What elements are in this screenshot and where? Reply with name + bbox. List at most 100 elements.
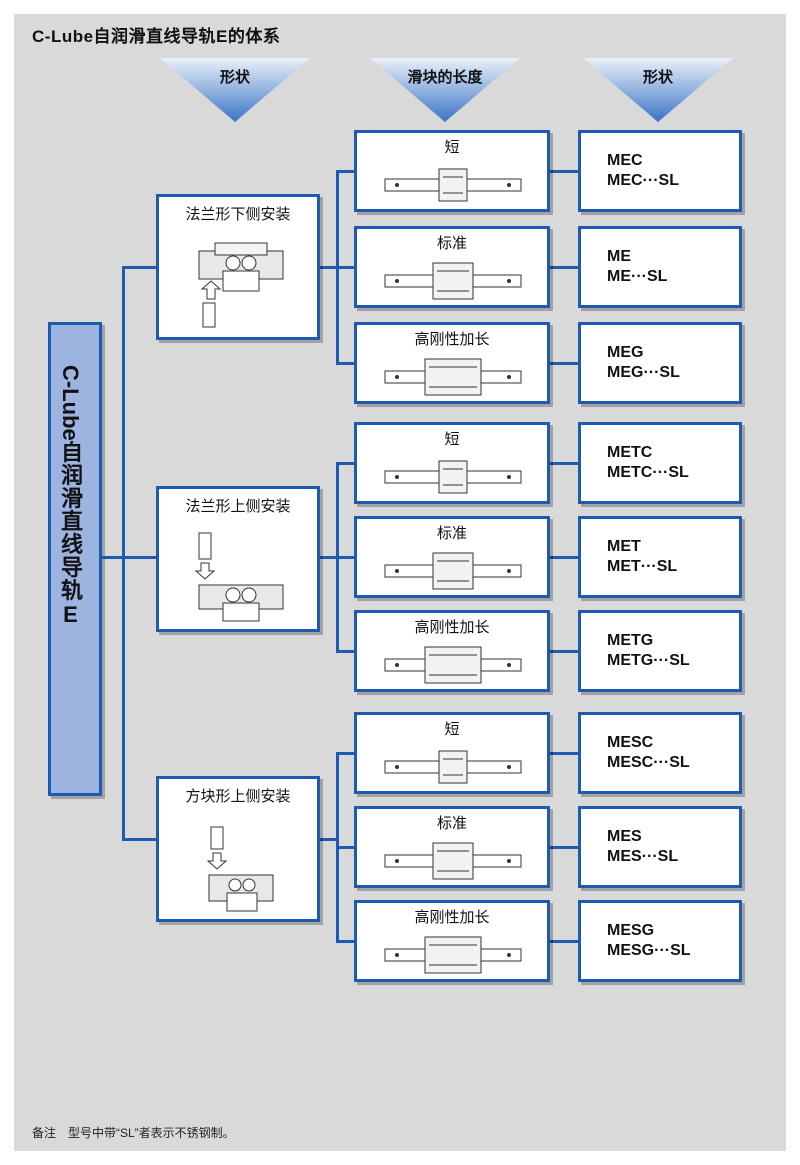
header-arrow-icon — [160, 58, 310, 122]
model-code: MEG — [607, 344, 644, 361]
standard-slider-icon — [384, 262, 522, 300]
flange-bottom-mount-icon — [198, 242, 284, 328]
model-code: MET — [607, 538, 641, 555]
standard-slider-icon — [384, 552, 522, 590]
model-box: MESG MESG···SL — [578, 900, 742, 982]
slider-box: 标准 — [354, 226, 550, 308]
header-arrow-icon — [370, 58, 520, 122]
mount-box-flange-top: 法兰形上侧安装 — [156, 486, 320, 632]
model-box: MESC MESC···SL — [578, 712, 742, 794]
long-slider-icon — [384, 936, 522, 974]
connector-line — [122, 266, 158, 269]
slider-length-label: 标准 — [436, 525, 467, 542]
model-box: METG METG···SL — [578, 610, 742, 692]
connector-line — [336, 846, 356, 849]
header-label: 形状 — [642, 69, 673, 86]
model-code: MEC — [607, 152, 643, 169]
model-code: METC — [607, 444, 653, 461]
connector-line — [336, 752, 356, 755]
header-arrow-icon — [583, 58, 733, 122]
slider-box: 高刚性加长 — [354, 900, 550, 982]
connector-line — [122, 266, 125, 840]
connector-line — [548, 462, 580, 465]
slider-box: 短 — [354, 712, 550, 794]
mount-label: 方块形上侧安装 — [185, 788, 291, 805]
slider-length-label: 高刚性加长 — [414, 331, 490, 348]
connector-line — [336, 266, 356, 269]
slider-box: 标准 — [354, 516, 550, 598]
slider-length-label: 标准 — [436, 815, 467, 832]
connector-line — [122, 556, 158, 559]
slider-length-label: 短 — [444, 431, 460, 448]
model-code: MES — [607, 828, 642, 845]
model-code: MESG — [607, 922, 655, 939]
short-slider-icon — [384, 750, 522, 784]
footnote: 备注 型号中带“SL”者表示不锈钢制。 — [32, 1126, 235, 1140]
connector-line — [548, 362, 580, 365]
mount-label: 法兰形上侧安装 — [185, 498, 291, 515]
slider-length-label: 高刚性加长 — [414, 909, 490, 926]
model-box: MEC MEC···SL — [578, 130, 742, 212]
connector-line — [122, 838, 158, 841]
model-code-stainless: METG···SL — [607, 652, 690, 669]
long-slider-icon — [384, 646, 522, 684]
model-code-stainless: MESC···SL — [607, 754, 690, 771]
connector-line — [318, 838, 338, 841]
slider-box: 短 — [354, 130, 550, 212]
model-code-stainless: MEC···SL — [607, 172, 679, 189]
short-slider-icon — [384, 460, 522, 494]
model-code-stainless: MET···SL — [607, 558, 678, 575]
short-slider-icon — [384, 168, 522, 202]
connector-line — [318, 556, 338, 559]
mount-box-flange-bottom: 法兰形下侧安装 — [156, 194, 320, 340]
slider-box: 标准 — [354, 806, 550, 888]
header-slider-length: 滑块的长度 — [370, 58, 520, 128]
slider-box: 高刚性加长 — [354, 610, 550, 692]
model-box: MEG MEG···SL — [578, 322, 742, 404]
model-code-stainless: MESG···SL — [607, 942, 691, 959]
flange-top-mount-icon — [194, 532, 284, 622]
connector-line — [102, 556, 124, 559]
connector-line — [336, 462, 356, 465]
header-shape-1: 形状 — [160, 58, 310, 128]
header-shape-2: 形状 — [583, 58, 733, 128]
connector-line — [548, 266, 580, 269]
main-category-box: C-Lube自润滑直线导轨E — [48, 322, 102, 796]
slider-box: 短 — [354, 422, 550, 504]
model-code-stainless: METC···SL — [607, 464, 689, 481]
slider-length-label: 高刚性加长 — [414, 619, 490, 636]
model-code: METG — [607, 632, 654, 649]
connector-line — [548, 650, 580, 653]
mount-box-block-top: 方块形上侧安装 — [156, 776, 320, 922]
header-label: 形状 — [219, 69, 250, 86]
model-box: METC METC···SL — [578, 422, 742, 504]
standard-slider-icon — [384, 842, 522, 880]
slider-length-label: 短 — [444, 139, 460, 156]
main-category-label: C-Lube自润滑直线导轨E — [58, 365, 83, 628]
long-slider-icon — [384, 358, 522, 396]
model-box: MES MES···SL — [578, 806, 742, 888]
model-code-stainless: MES···SL — [607, 848, 679, 865]
connector-line — [336, 940, 356, 943]
connector-line — [336, 170, 356, 173]
model-code-stainless: ME···SL — [607, 268, 668, 285]
model-code: MESC — [607, 734, 654, 751]
mount-label: 法兰形下侧安装 — [185, 206, 291, 223]
connector-line — [548, 752, 580, 755]
connector-line — [336, 556, 356, 559]
model-box: ME ME···SL — [578, 226, 742, 308]
connector-line — [548, 940, 580, 943]
slider-length-label: 短 — [444, 721, 460, 738]
connector-line — [548, 846, 580, 849]
model-code: ME — [607, 248, 631, 265]
model-code-stainless: MEG···SL — [607, 364, 680, 381]
header-label: 滑块的长度 — [407, 69, 483, 86]
connector-line — [548, 170, 580, 173]
connector-line — [336, 362, 356, 365]
page-title: C-Lube自润滑直线导轨E的体系 — [32, 27, 281, 46]
connector-line — [336, 650, 356, 653]
connector-line — [548, 556, 580, 559]
model-box: MET MET···SL — [578, 516, 742, 598]
slider-box: 高刚性加长 — [354, 322, 550, 404]
slider-length-label: 标准 — [436, 235, 467, 252]
